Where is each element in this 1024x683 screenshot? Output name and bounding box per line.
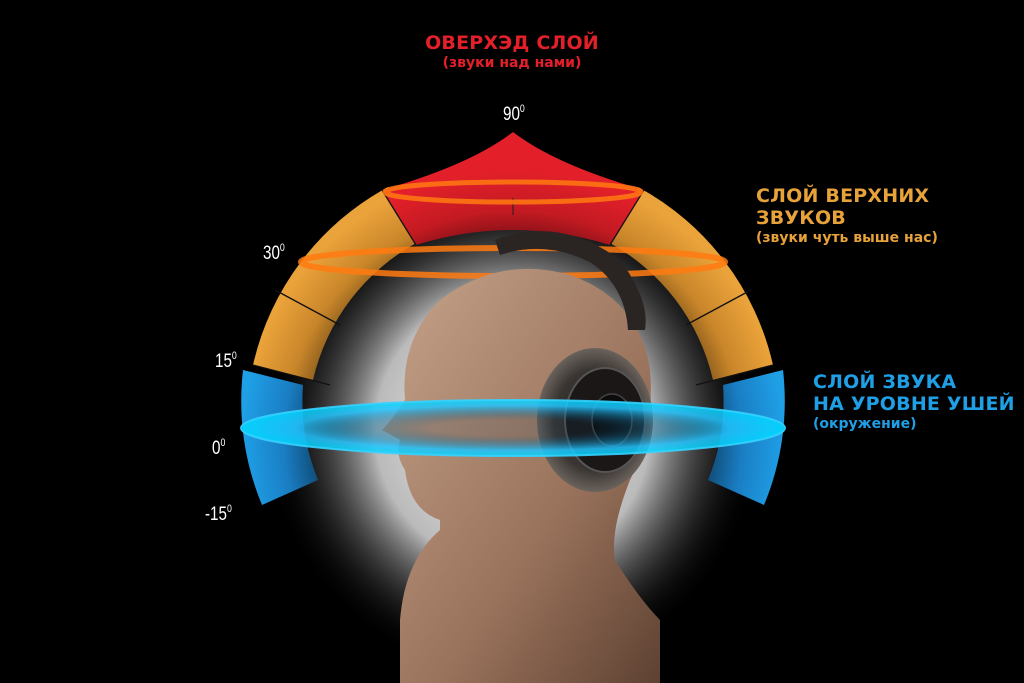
- upper-layer-label: СЛОЙ ВЕРХНИХ ЗВУКОВ (звуки чуть выше нас…: [756, 185, 938, 246]
- upper-layer-title-line2: ЗВУКОВ: [756, 206, 846, 229]
- degree-mark: 0: [519, 103, 525, 115]
- overhead-layer-dome: [382, 132, 644, 245]
- upper-layer-title-line1: СЛОЙ ВЕРХНИХ: [756, 185, 930, 207]
- degree-mark: 0: [279, 242, 285, 254]
- overhead-sound-ring: [382, 179, 644, 205]
- upper-layer-left-band: [253, 187, 418, 380]
- angle-label-30: 300: [263, 242, 285, 265]
- upper-layer-subtitle: (звуки чуть выше нас): [756, 229, 938, 246]
- angle-label-90: 900: [503, 103, 525, 126]
- overhead-layer-label: ОВЕРХЭД СЛОЙ (звуки над нами): [0, 32, 1024, 71]
- angle-value: 15: [215, 351, 232, 372]
- ear-layer-title-line1: СЛОЙ ЗВУКА: [813, 371, 957, 393]
- angle-label-minus-15: -150: [205, 503, 232, 526]
- ear-layer-label: СЛОЙ ЗВУКА НА УРОВНЕ УШЕЙ (окружение): [813, 371, 1015, 432]
- ear-level-sound-ring: [241, 400, 785, 456]
- degree-mark: 0: [220, 437, 226, 449]
- degree-mark: 0: [226, 503, 232, 515]
- angle-value: 90: [503, 104, 520, 125]
- ear-layer-title-line2: НА УРОВНЕ УШЕЙ: [813, 392, 1015, 415]
- angle-label-0: 00: [212, 437, 225, 460]
- overhead-layer-title: ОВЕРХЭД СЛОЙ: [425, 32, 599, 54]
- angle-value: 0: [212, 438, 221, 459]
- overhead-layer-subtitle: (звуки над нами): [442, 54, 582, 71]
- angle-value: -15: [205, 504, 227, 525]
- upper-layer-right-band: [608, 187, 773, 380]
- ear-layer-subtitle: (окружение): [813, 415, 917, 432]
- angle-label-15: 150: [215, 350, 237, 373]
- degree-mark: 0: [231, 350, 237, 362]
- angle-value: 30: [263, 243, 280, 264]
